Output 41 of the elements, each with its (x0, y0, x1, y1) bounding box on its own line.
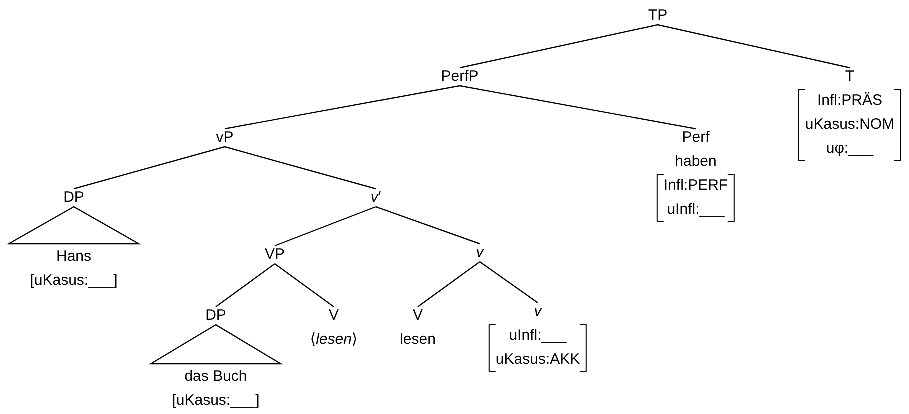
branch-line (480, 262, 538, 304)
feature-text: uInfl:___ (667, 200, 725, 220)
node-label: DP (64, 188, 84, 208)
branch-line (274, 206, 376, 247)
branch-line (418, 262, 480, 308)
branch-line (74, 146, 226, 190)
word-label: lesen (400, 330, 436, 350)
node-label: Hans (56, 247, 92, 267)
node-label: Perf (682, 128, 710, 148)
feature-text: uKasus:NOM (805, 115, 895, 135)
branch-line (376, 206, 480, 245)
feature-text: uInfl:___ (509, 326, 567, 346)
word-label: [uKasus:___] (30, 271, 118, 291)
node-label: vP (216, 128, 234, 148)
node-label: v (476, 243, 484, 263)
node-label: das Buch (184, 367, 248, 387)
triangle (6, 206, 142, 245)
branch-line (224, 146, 376, 190)
node-label: TP (648, 6, 668, 26)
feature-text: Infl:PRÄS (817, 91, 882, 111)
node-label: T (845, 67, 855, 87)
feature-text: uKasus:AKK (496, 350, 580, 370)
word-label: [uKasus:___] (172, 391, 260, 411)
triangle (148, 324, 284, 365)
word-label: ⟨lesen⟩ (310, 330, 358, 350)
node-label: VP (265, 245, 285, 265)
branch-line (216, 264, 276, 308)
branch-line (460, 85, 696, 130)
node-label: v′ (370, 188, 382, 208)
node-label: PerfP (441, 67, 479, 87)
word-label: haben (675, 152, 717, 172)
branch-line (460, 24, 658, 69)
feature-text: uφ:___ (826, 139, 874, 159)
node-label: v (534, 302, 542, 322)
node-label: DP (206, 306, 226, 326)
node-label: V (329, 306, 339, 326)
branch-line (658, 24, 850, 69)
branch-line (224, 85, 460, 130)
node-label: V (413, 306, 423, 326)
branch-line (274, 264, 334, 308)
feature-text: Infl:PERF (664, 176, 728, 196)
